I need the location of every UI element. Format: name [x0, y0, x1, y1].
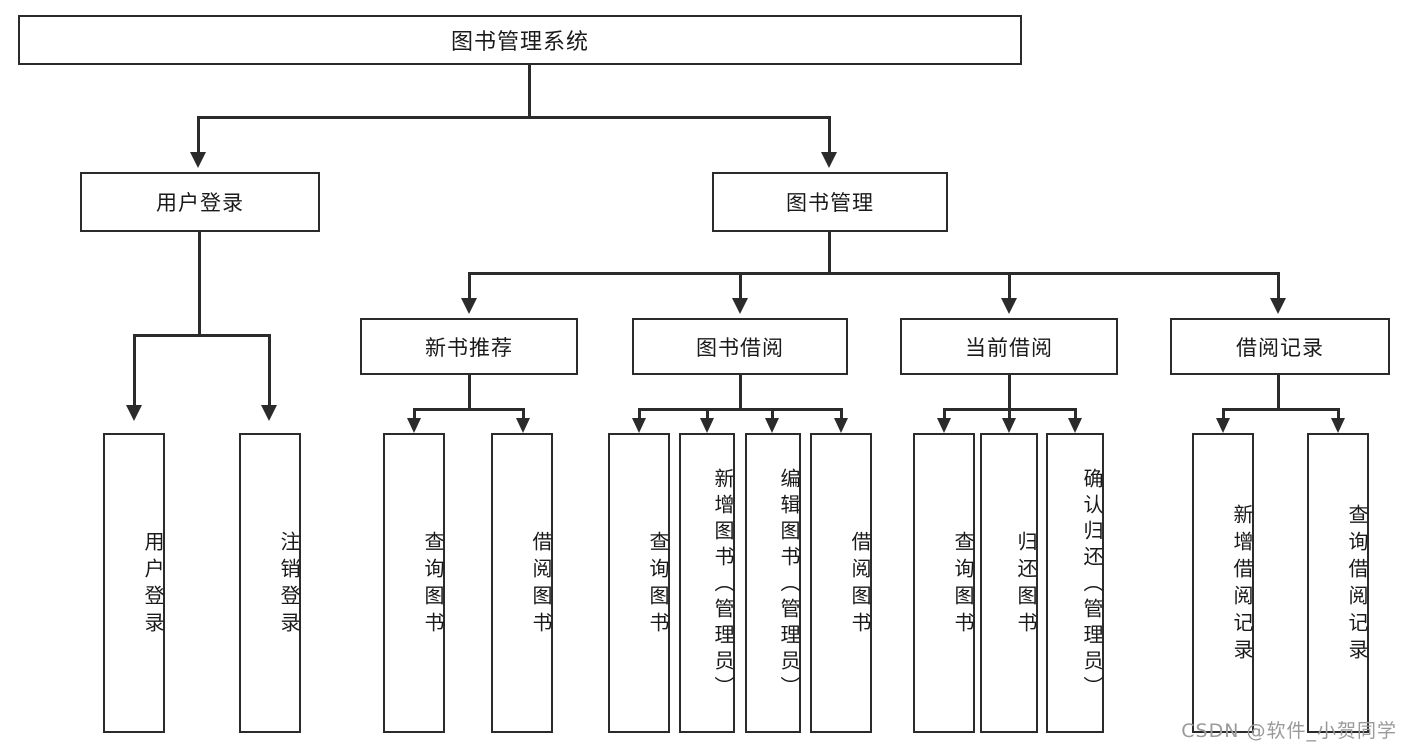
arrowhead-book-borrow — [732, 298, 748, 314]
connector-book-manage-stem — [828, 232, 831, 272]
leaf-nb-borrow-book[interactable]: 借阅图书 — [491, 433, 553, 733]
connector-borrow-records-bus — [1222, 408, 1340, 411]
connector-user-login-to-leaf-1 — [133, 334, 136, 407]
node-book-borrow[interactable]: 图书借阅 — [632, 318, 848, 375]
arrowhead-borrow-records — [1270, 298, 1286, 314]
connector-bb-leaf-3 — [771, 408, 774, 420]
connector-cb-leaf-2 — [1008, 408, 1011, 420]
connector-root-to-book-manage — [828, 116, 831, 154]
csdn-watermark: CSDN @软件_小贺同学 — [1181, 720, 1397, 742]
connector-user-login-to-leaf-2 — [268, 334, 271, 407]
arrowhead-nb-leaf-2 — [516, 418, 530, 433]
arrowhead-cb-leaf-2 — [1002, 418, 1016, 433]
connector-br-leaf-2 — [1337, 408, 1340, 420]
connector-user-login-bus — [133, 334, 271, 337]
node-new-book-recommend[interactable]: 新书推荐 — [360, 318, 578, 375]
node-user-login[interactable]: 用户登录 — [80, 172, 320, 232]
connector-user-login-stem — [198, 232, 201, 334]
arrowhead-cb-leaf-3 — [1068, 418, 1082, 433]
arrowhead-cb-leaf-1 — [937, 418, 951, 433]
connector-book-borrow-stem — [739, 375, 742, 408]
arrowhead-br-leaf-1 — [1216, 418, 1230, 433]
arrowhead-bb-leaf-2 — [700, 418, 714, 433]
leaf-bb-borrow-book[interactable]: 借阅图书 — [810, 433, 872, 733]
connector-to-borrow-records — [1277, 272, 1280, 300]
arrowhead-bb-leaf-1 — [632, 418, 646, 433]
connector-borrow-records-stem — [1277, 375, 1280, 408]
connector-root-stem — [528, 65, 531, 116]
leaf-br-add-record[interactable]: 新增借阅记录 — [1192, 433, 1254, 733]
node-borrow-records[interactable]: 借阅记录 — [1170, 318, 1390, 375]
connector-br-leaf-1 — [1222, 408, 1225, 420]
connector-new-book-leaf-2 — [522, 408, 525, 420]
leaf-bb-query-book[interactable]: 查询图书 — [608, 433, 670, 733]
connector-cb-leaf-1 — [943, 408, 946, 420]
leaf-cb-query-book[interactable]: 查询图书 — [913, 433, 975, 733]
leaf-bb-add-book-admin[interactable]: 新增图书（管理员） — [679, 433, 735, 733]
leaf-br-query-record[interactable]: 查询借阅记录 — [1307, 433, 1369, 733]
arrowhead-book-manage — [821, 152, 837, 168]
node-root-system[interactable]: 图书管理系统 — [18, 15, 1022, 65]
connector-new-book-stem — [468, 375, 471, 408]
connector-current-borrow-stem — [1008, 375, 1011, 408]
node-current-borrow[interactable]: 当前借阅 — [900, 318, 1118, 375]
arrowhead-bb-leaf-3 — [765, 418, 779, 433]
connector-cb-leaf-3 — [1074, 408, 1077, 420]
connector-book-borrow-bus — [638, 408, 843, 411]
connector-to-book-borrow — [739, 272, 742, 300]
arrowhead-leaf-user-login — [126, 405, 142, 421]
connector-book-manage-bus — [468, 272, 1280, 275]
connector-root-to-user-login — [197, 116, 200, 154]
arrowhead-bb-leaf-4 — [834, 418, 848, 433]
arrowhead-current-borrow — [1001, 298, 1017, 314]
arrowhead-nb-leaf-1 — [407, 418, 421, 433]
connector-bb-leaf-1 — [638, 408, 641, 420]
connector-new-book-bus — [413, 408, 525, 411]
leaf-cb-confirm-return-admin[interactable]: 确认归还（管理员） — [1046, 433, 1104, 733]
arrowhead-leaf-logout — [261, 405, 277, 421]
connector-to-new-book — [468, 272, 471, 300]
leaf-bb-edit-book-admin[interactable]: 编辑图书（管理员） — [745, 433, 801, 733]
leaf-cb-return-book[interactable]: 归还图书 — [980, 433, 1038, 733]
connector-bb-leaf-4 — [840, 408, 843, 420]
leaf-logout[interactable]: 注销登录 — [239, 433, 301, 733]
arrowhead-br-leaf-2 — [1331, 418, 1345, 433]
connector-bb-leaf-2 — [706, 408, 709, 420]
connector-new-book-leaf-1 — [413, 408, 416, 420]
leaf-user-login[interactable]: 用户登录 — [103, 433, 165, 733]
arrowhead-user-login — [190, 152, 206, 168]
arrowhead-new-book — [461, 298, 477, 314]
node-book-manage[interactable]: 图书管理 — [712, 172, 948, 232]
connector-root-bus — [197, 116, 831, 119]
leaf-nb-query-book[interactable]: 查询图书 — [383, 433, 445, 733]
connector-to-current-borrow — [1008, 272, 1011, 300]
